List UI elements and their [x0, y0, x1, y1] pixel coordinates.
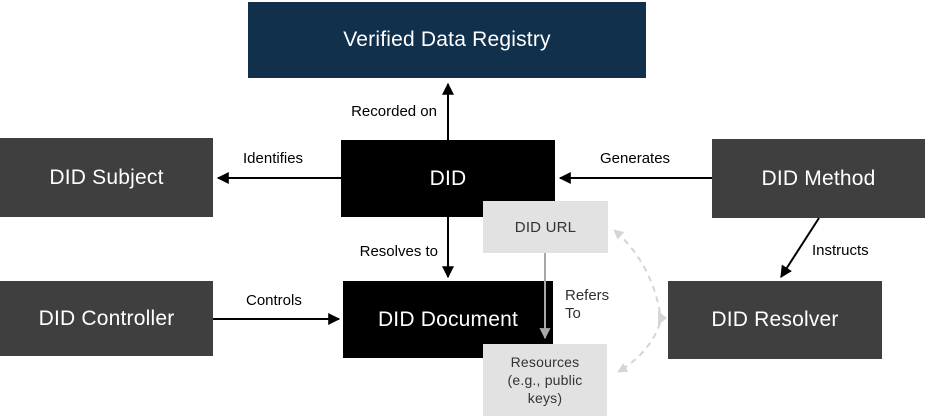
node-label: DID	[429, 166, 467, 190]
edge-label-recorded-on: Recorded on	[351, 103, 437, 120]
resolver-to-did-url-dashed-arrow	[613, 229, 661, 314]
node-label: DID URL	[514, 218, 577, 236]
edge-label-instructs: Instructs	[812, 242, 869, 259]
dashed-converge-arrowhead	[658, 311, 667, 325]
node-label: DID Resolver	[711, 308, 839, 331]
node-did-resolver: DID Resolver	[668, 281, 882, 359]
node-did-url: DID URL	[483, 201, 608, 253]
node-did-controller: DID Controller	[0, 281, 213, 356]
instructs-arrow	[780, 217, 820, 279]
node-verified-data-registry: Verified Data Registry	[248, 2, 646, 78]
node-resources: Resources (e.g., public keys)	[483, 344, 607, 416]
node-label: DID Controller	[38, 306, 175, 330]
edge-label-identifies: Identifies	[243, 150, 304, 167]
edge-label-resolves-to: Resolves to	[359, 243, 438, 260]
node-label: Verified Data Registry	[343, 28, 551, 51]
edge-label-generates: Generates	[600, 150, 671, 167]
edge-label-refers-to: Refers To	[565, 287, 610, 322]
node-label: DID Subject	[49, 165, 164, 189]
node-label: Resources (e.g., public keys)	[507, 354, 583, 406]
node-label: DID Document	[377, 307, 519, 331]
edge-label-controls: Controls	[246, 292, 302, 309]
node-did-method: DID Method	[712, 139, 925, 218]
resolver-to-resources-dashed-arrow	[617, 322, 661, 373]
node-did-subject: DID Subject	[0, 138, 213, 217]
node-label: DID Method	[761, 166, 876, 190]
